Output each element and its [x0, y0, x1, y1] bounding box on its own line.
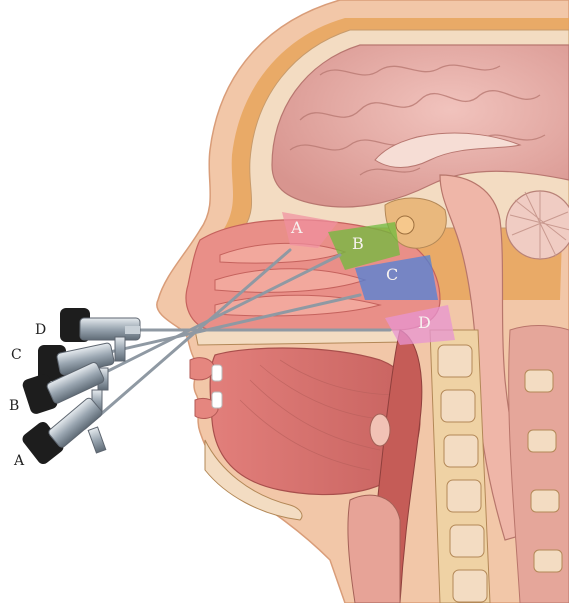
- endoscope-b-label: B: [9, 398, 19, 414]
- larynx: [348, 495, 400, 603]
- pituitary-gland: [396, 216, 414, 234]
- zone-d-label: D: [418, 313, 431, 332]
- endoscope-a-label: A: [13, 453, 25, 469]
- epiglottis: [370, 414, 390, 446]
- zone-c-label: C: [386, 265, 398, 284]
- zone-a-label: A: [290, 218, 303, 237]
- endoscope-d-label: D: [35, 322, 46, 338]
- cerebellum: [506, 190, 569, 259]
- endoscope-c-label: C: [11, 347, 22, 363]
- hard-palate: [195, 330, 405, 345]
- zone-b-label: B: [352, 234, 364, 253]
